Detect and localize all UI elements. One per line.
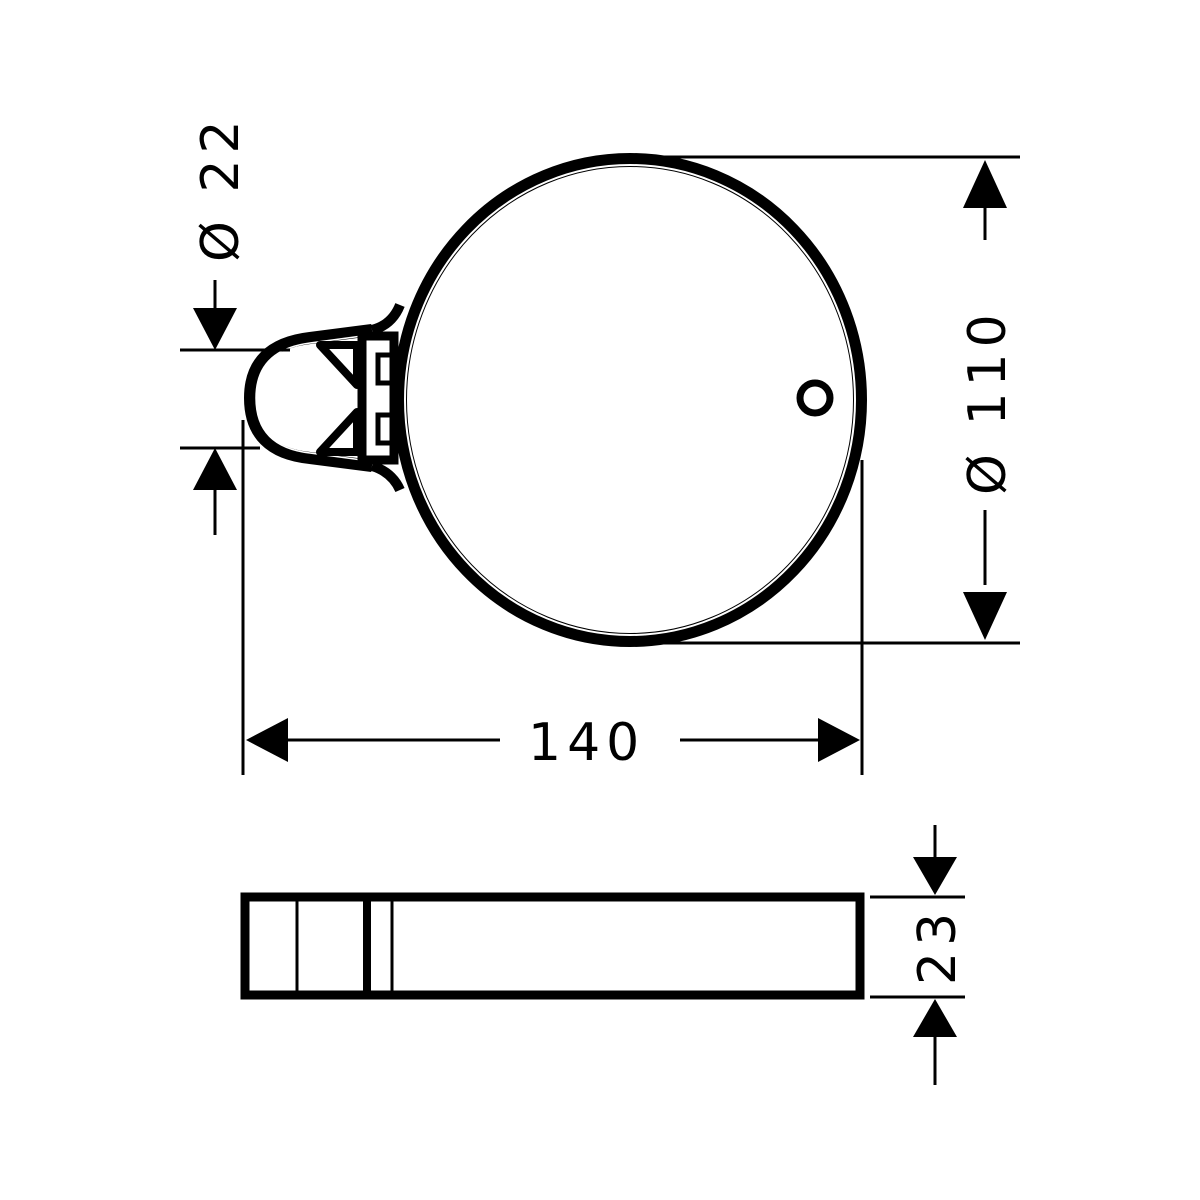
arrow-up-icon — [193, 448, 237, 490]
arrow-up-icon — [913, 999, 957, 1037]
side-view — [240, 892, 865, 1000]
clamp-jaw-bottom — [316, 408, 361, 456]
neck — [370, 302, 405, 493]
arrow-right-icon — [818, 718, 860, 762]
arrow-down-icon — [913, 857, 957, 895]
dim-clamp-diameter: Ø 22 — [191, 114, 251, 262]
dim-outer-diameter: Ø 110 — [958, 308, 1018, 495]
small-hole — [796, 379, 834, 417]
dim-overall-length: 140 — [528, 713, 645, 773]
top-view — [243, 153, 867, 647]
side-body — [240, 892, 865, 1000]
dim-height: 23 — [908, 907, 968, 985]
dimension-lines — [180, 155, 1020, 1085]
arrowheads — [193, 160, 1007, 1037]
clamp-jaw-top — [316, 341, 361, 389]
arrow-down-icon — [963, 592, 1007, 640]
arrow-left-icon — [246, 718, 288, 762]
mount-tab-top — [375, 352, 395, 386]
arrow-up-icon — [963, 160, 1007, 208]
mount-block — [357, 331, 399, 465]
mount-tab-bottom — [375, 412, 395, 446]
ring-inner-line — [404, 164, 856, 636]
ring-outer — [393, 153, 867, 647]
clamp-loop — [243, 324, 373, 472]
arrow-down-icon — [193, 308, 237, 350]
